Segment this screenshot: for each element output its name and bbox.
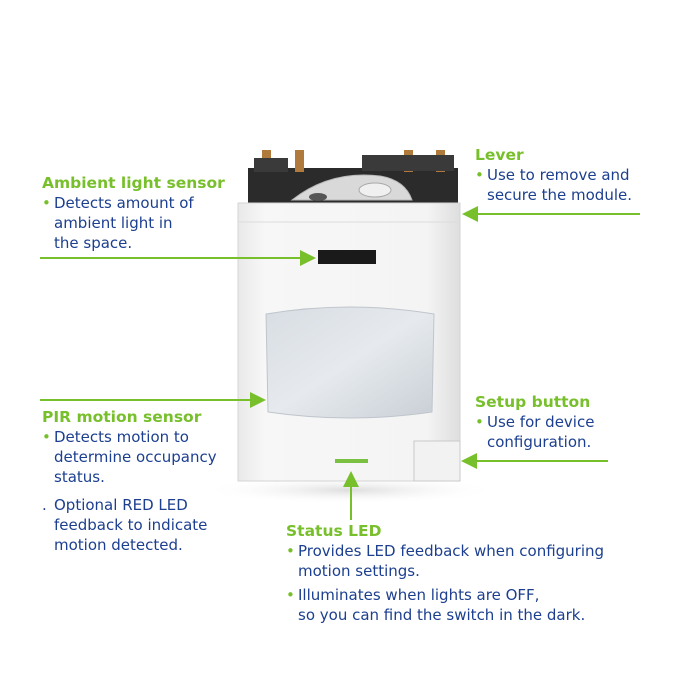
callout-arrows	[40, 206, 640, 520]
bullet-icon: •	[42, 194, 51, 212]
pir-bullet-2: . Optional RED LED feedback to indicate …	[42, 496, 208, 554]
pir-motion-title: PIR motion sensor	[42, 408, 202, 426]
ambient-light-callout: Ambient light sensor • Detects amount of…	[42, 173, 242, 253]
setup-button-callout: Setup button • Use for device configurat…	[475, 392, 675, 452]
lever-callout: Lever • Use to remove and secure the mod…	[475, 145, 675, 205]
terminal-pin	[295, 150, 304, 172]
lever-arrowhead	[462, 206, 478, 222]
bullet-icon: •	[475, 166, 484, 184]
bullet-icon: •	[475, 413, 484, 431]
bullet-icon: •	[42, 428, 51, 446]
bullet-icon: •	[286, 586, 295, 604]
ambient-arrowhead	[300, 250, 316, 266]
ambient-light-window	[318, 250, 376, 264]
device-top-assembly	[248, 150, 458, 208]
pir-motion-callout: PIR motion sensor • Detects motion to de…	[42, 407, 242, 555]
pir-arrowhead	[250, 392, 266, 408]
pir-lens	[265, 306, 435, 419]
bullet-dot: .	[42, 496, 47, 514]
ambient-light-bullet: • Detects amount of ambient light in the…	[42, 194, 194, 252]
setup-button-shape	[413, 440, 461, 482]
lever-title: Lever	[475, 146, 524, 164]
pir-bullet-1: • Detects motion to determine occupancy …	[42, 428, 217, 486]
status-led-bar	[335, 459, 368, 463]
status-arrowhead	[343, 471, 359, 487]
ambient-light-title: Ambient light sensor	[42, 174, 225, 192]
setup-button-title: Setup button	[475, 393, 591, 411]
setup-arrowhead	[461, 453, 477, 469]
setup-bullet: • Use for device configuration.	[475, 413, 595, 451]
bullet-icon: •	[286, 542, 295, 560]
status-led-title: Status LED	[286, 522, 382, 540]
status-bullet-1: • Provides LED feedback when configuring…	[286, 542, 605, 580]
status-led-callout: Status LED • Provides LED feedback when …	[286, 521, 686, 625]
status-bullet-2: • Illuminates when lights are OFF, so yo…	[286, 586, 586, 624]
lever-bullet: • Use to remove and secure the module.	[475, 166, 632, 204]
